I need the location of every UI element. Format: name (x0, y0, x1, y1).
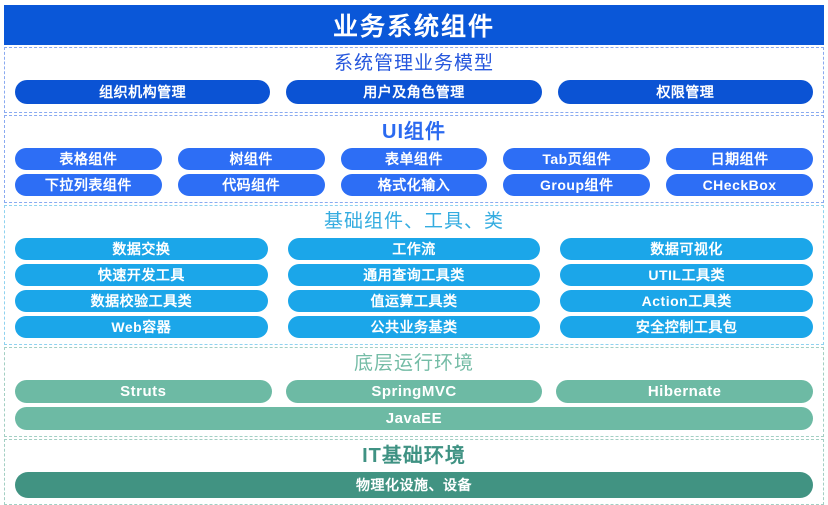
layer-underlying-runtime-environment: 底层运行环境 Struts SpringMVC Hibernate JavaEE (4, 347, 824, 437)
pill-form-component[interactable]: 表单组件 (340, 148, 488, 170)
layer-base-components-tools-classes: 基础组件、工具、类 数据交换 工作流 数据可视化 快速开发工具 通用查询工具类 … (4, 205, 824, 345)
pill-checkbox[interactable]: CHeckBox (666, 174, 813, 196)
pill-row: 快速开发工具 通用查询工具类 UTIL工具类 (15, 264, 814, 286)
pill-formatted-input[interactable]: 格式化输入 (340, 174, 488, 196)
pill-row: 物理化设施、设备 (15, 472, 813, 498)
pill-dropdown-list-component[interactable]: 下拉列表组件 (15, 174, 162, 196)
pill-workflow[interactable]: 工作流 (287, 238, 541, 260)
pill-springmvc[interactable]: SpringMVC (285, 380, 543, 403)
pill-data-visualization[interactable]: 数据可视化 (560, 238, 814, 260)
pill-util-tool-class[interactable]: UTIL工具类 (560, 264, 814, 286)
page-title: 业务系统组件 (332, 14, 495, 41)
pill-table-component[interactable]: 表格组件 (15, 148, 162, 170)
pill-row: 数据校验工具类 值运算工具类 Action工具类 (15, 290, 814, 312)
pill-organization-management[interactable]: 组织机构管理 (15, 80, 271, 104)
pill-tree-component[interactable]: 树组件 (177, 148, 325, 170)
pill-value-operation-tool-class[interactable]: 值运算工具类 (287, 290, 541, 312)
pill-data-validation-tool-class[interactable]: 数据校验工具类 (15, 290, 268, 312)
layer-it-infrastructure-environment: IT基础环境 物理化设施、设备 (4, 439, 824, 505)
layer-title-base-components-tools-classes: 基础组件、工具、类 (323, 211, 504, 232)
pill-web-container[interactable]: Web容器 (15, 316, 268, 338)
layer-title-system-management-business-model: 系统管理业务模型 (333, 53, 494, 74)
pill-row: 组织机构管理 用户及角色管理 权限管理 (15, 80, 813, 104)
pill-code-component[interactable]: 代码组件 (177, 174, 325, 196)
pill-user-role-management[interactable]: 用户及角色管理 (286, 80, 542, 104)
pill-tab-component[interactable]: Tab页组件 (503, 148, 651, 170)
pill-security-control-toolkit[interactable]: 安全控制工具包 (560, 316, 814, 338)
pill-struts[interactable]: Struts (15, 380, 272, 403)
diagram-title-bar: 业务系统组件 (4, 5, 824, 45)
pill-action-tool-class[interactable]: Action工具类 (560, 290, 814, 312)
pill-row: JavaEE (15, 407, 813, 430)
pill-row: Struts SpringMVC Hibernate (15, 380, 814, 403)
pill-javaee[interactable]: JavaEE (15, 407, 813, 430)
pill-data-exchange[interactable]: 数据交换 (15, 238, 268, 260)
pill-date-component[interactable]: 日期组件 (666, 148, 813, 170)
pill-row: 数据交换 工作流 数据可视化 (15, 238, 814, 260)
pill-public-business-base-class[interactable]: 公共业务基类 (287, 316, 541, 338)
pill-group-component[interactable]: Group组件 (503, 174, 651, 196)
pill-general-query-tool-class[interactable]: 通用查询工具类 (287, 264, 541, 286)
layer-title-underlying-runtime-environment: 底层运行环境 (353, 353, 474, 374)
pill-row: 表格组件 树组件 表单组件 Tab页组件 日期组件 (15, 148, 813, 170)
layer-system-management-business-model: 系统管理业务模型 组织机构管理 用户及角色管理 权限管理 (4, 47, 824, 113)
pill-physical-facilities-equipment[interactable]: 物理化设施、设备 (15, 472, 813, 498)
layer-title-ui-components: UI组件 (382, 121, 446, 143)
pill-rapid-development-tool[interactable]: 快速开发工具 (15, 264, 268, 286)
pill-row: Web容器 公共业务基类 安全控制工具包 (15, 316, 814, 338)
pill-row: 下拉列表组件 代码组件 格式化输入 Group组件 CHeckBox (15, 174, 813, 196)
pill-hibernate[interactable]: Hibernate (556, 380, 814, 403)
architecture-diagram: 业务系统组件 系统管理业务模型 组织机构管理 用户及角色管理 权限管理 UI组件… (4, 5, 824, 505)
layer-title-it-infrastructure-environment: IT基础环境 (362, 445, 466, 467)
layer-ui-components: UI组件 表格组件 树组件 表单组件 Tab页组件 日期组件 下拉列表组件 代码… (4, 115, 824, 203)
pill-permission-management[interactable]: 权限管理 (557, 80, 813, 104)
